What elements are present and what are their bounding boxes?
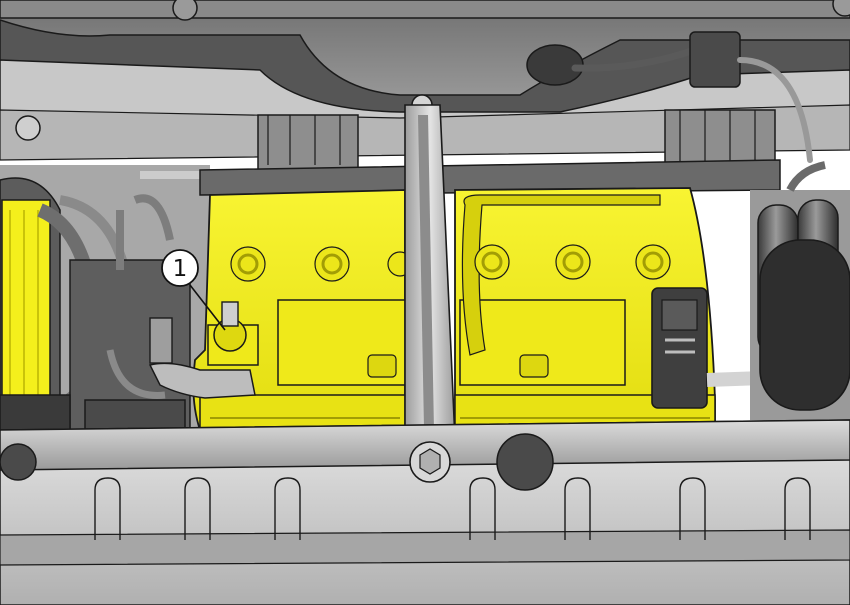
numbered-circle-icon: [161, 249, 199, 287]
battery-holddown-clamps: [199, 109, 781, 196]
callout-leader-line: [189, 284, 226, 331]
right-components: [750, 161, 850, 420]
callout-marker-1: 1: [161, 249, 226, 331]
hex-bolt-icon: [832, 0, 850, 17]
battery-tray: [0, 419, 850, 605]
battery: [192, 187, 716, 433]
tray-plug: [496, 433, 554, 491]
callout-label: 1: [173, 256, 188, 282]
hex-bolt-icon: [172, 0, 198, 21]
upper-sensor: [526, 31, 813, 163]
battery-holddown-strap: [404, 104, 456, 441]
hex-bolt-icon: [15, 115, 41, 141]
left-components: [0, 165, 220, 441]
vent-caps: [230, 244, 671, 282]
tray-hole: [0, 443, 37, 481]
